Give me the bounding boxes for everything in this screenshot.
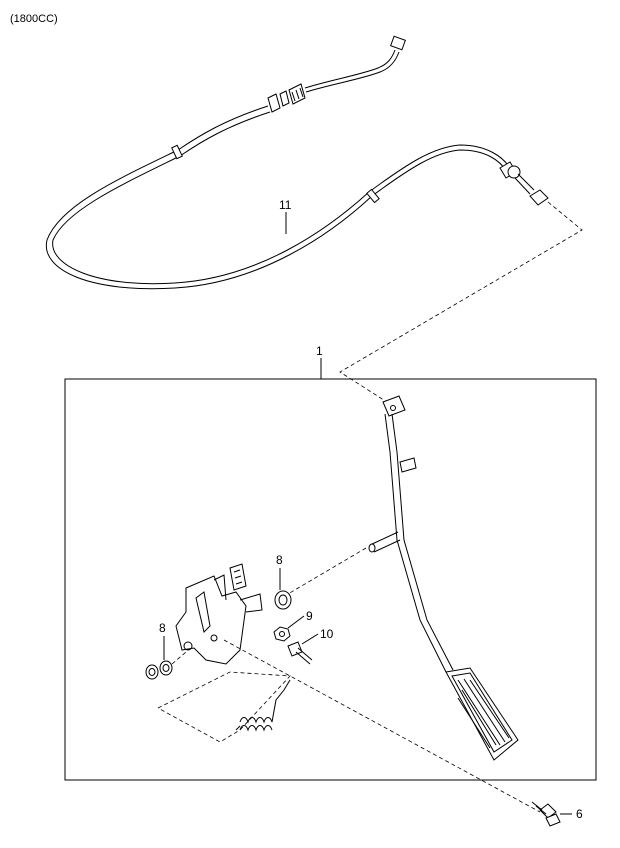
spring-location-outline	[157, 671, 291, 743]
callout-1: 1	[316, 344, 323, 358]
nut	[273, 626, 291, 642]
cable-to-pedal-link	[339, 201, 583, 405]
return-spring	[235, 679, 291, 732]
callout-6: 6	[576, 807, 583, 821]
callout-11: 11	[279, 198, 292, 212]
bracket-to-bolt-link	[223, 639, 541, 813]
pedal-assembly-frame	[64, 378, 597, 781]
accelerator-pedal	[368, 395, 519, 761]
bushing-lower	[145, 660, 173, 680]
callout-9-leader	[287, 615, 305, 629]
accelerator-cable	[45, 35, 549, 290]
shaft-to-bushing-link	[287, 547, 367, 595]
callout-8-upper: 8	[276, 553, 283, 567]
callout-8-lower: 8	[159, 621, 166, 635]
bushing-to-bracket-link	[171, 651, 187, 665]
callout-10: 10	[320, 627, 334, 641]
bushing-upper	[274, 590, 292, 610]
callout-9: 9	[306, 609, 313, 623]
bolt	[287, 641, 313, 665]
mounting-bolt	[531, 801, 561, 827]
callout-10-leader	[301, 633, 319, 645]
engine-note: (1800CC)	[10, 13, 58, 25]
pedal-bracket	[175, 563, 263, 665]
